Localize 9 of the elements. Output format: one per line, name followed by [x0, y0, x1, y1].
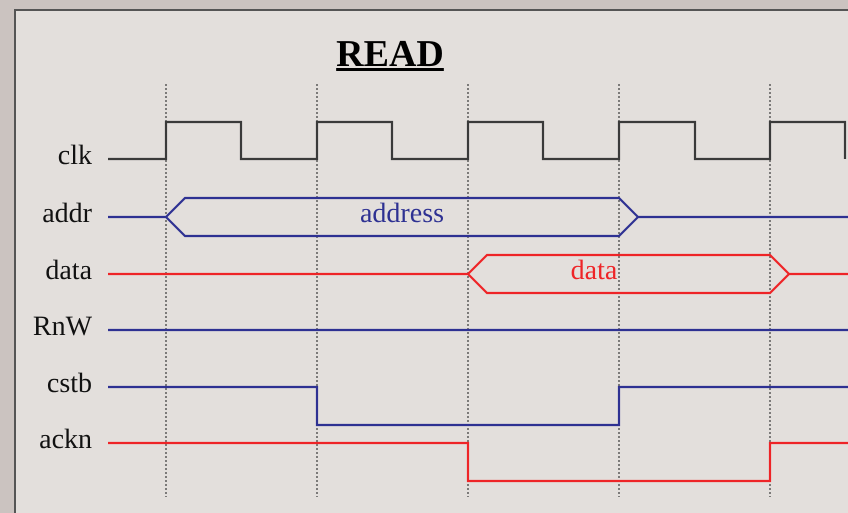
signal-name: RnW: [32, 313, 92, 341]
signal-name: cstb: [46, 370, 92, 398]
signal-name: ackn: [39, 426, 92, 454]
bus-value-label: data: [570, 257, 618, 285]
signal-name: addr: [42, 200, 92, 228]
signal-name: data: [45, 257, 92, 285]
bus-value-label: address: [360, 200, 444, 228]
diagram-title: READ: [336, 35, 444, 73]
signal-name: clk: [58, 142, 92, 170]
